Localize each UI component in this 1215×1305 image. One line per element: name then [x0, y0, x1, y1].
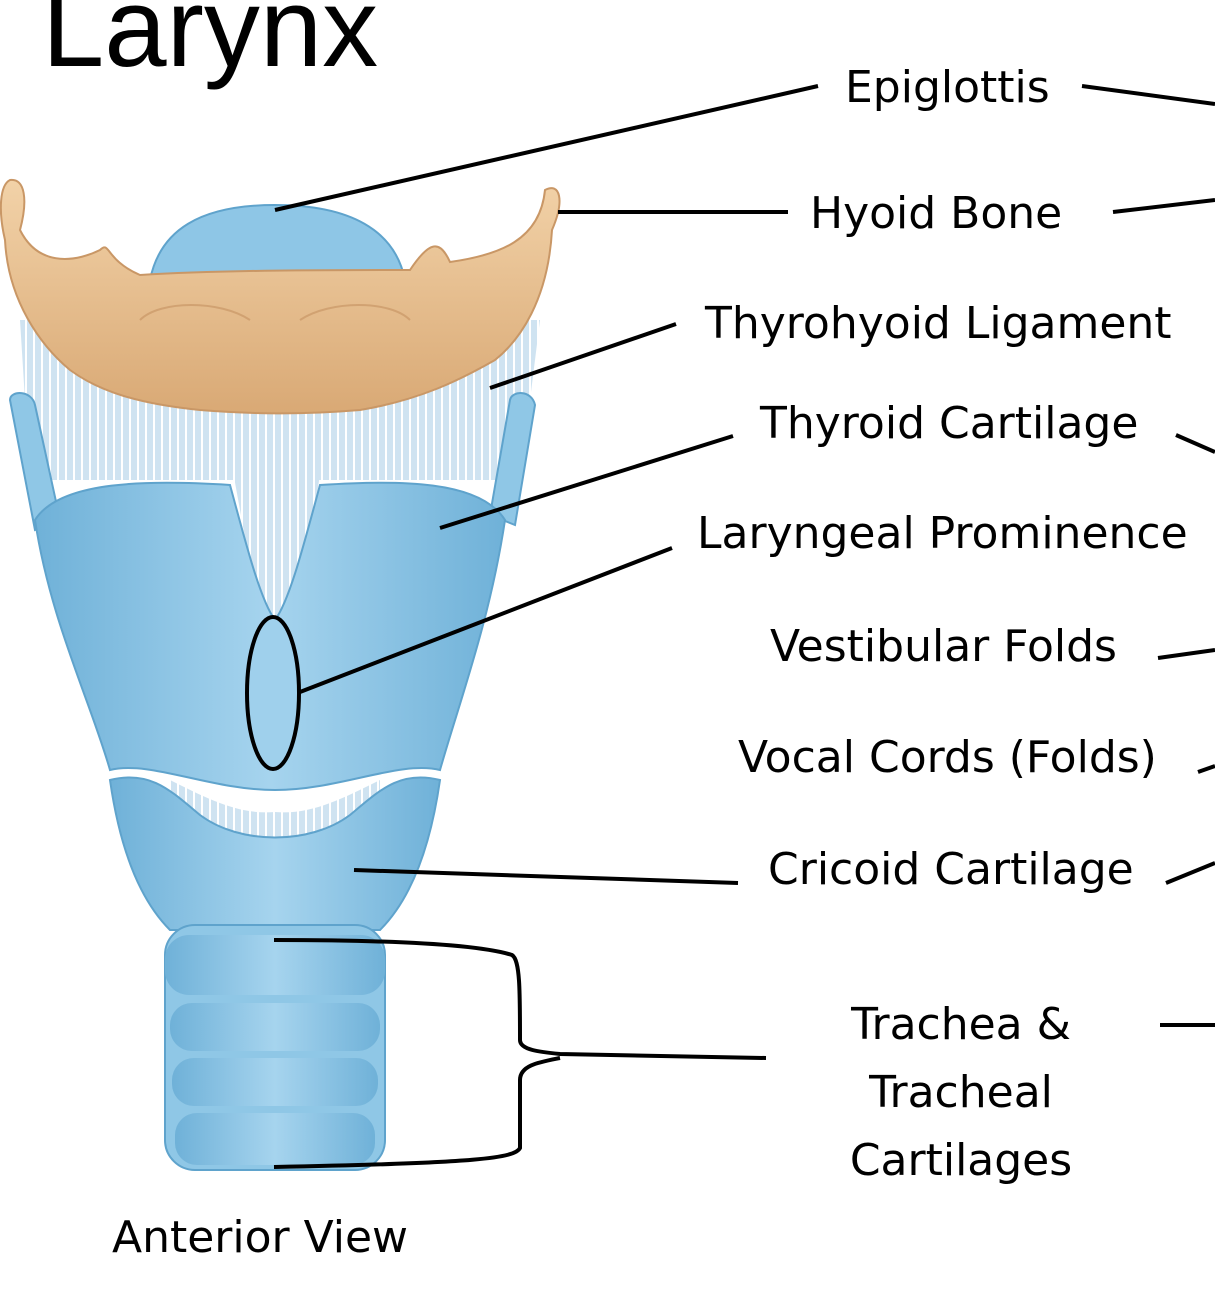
cricoid-cartilage-shape: [108, 776, 442, 931]
leader-epiglottis: [274, 84, 819, 212]
label-epiglottis: Epiglottis: [845, 62, 1050, 113]
label-laryngeal-prominence: Laryngeal Prominence: [697, 508, 1188, 559]
label-cricoid-cartilage: Cricoid Cartilage: [768, 844, 1134, 895]
label-trachea-line2: Tracheal: [869, 1067, 1053, 1118]
label-vocal-cords: Vocal Cords (Folds): [738, 732, 1157, 783]
label-thyrohyoid-ligament: Thyrohyoid Ligament: [705, 298, 1172, 349]
label-thyroid-cartilage: Thyroid Cartilage: [760, 398, 1139, 449]
leader-thyroid: [439, 434, 734, 530]
label-trachea-line3: Cartilages: [849, 1135, 1073, 1186]
label-trachea: Trachea & Tracheal Cartilages: [826, 991, 1096, 1195]
leader-lines: [273, 84, 819, 1169]
leader-prominence: [299, 546, 673, 694]
laryngeal-prominence-marker: [245, 615, 301, 771]
label-vestibular-folds: Vestibular Folds: [770, 621, 1117, 672]
leader-thyrohyoid: [489, 322, 677, 390]
page-title: Larynx: [42, 0, 379, 90]
leader-cricoid: [353, 868, 739, 885]
right-leader-lines: [1081, 84, 1215, 1027]
label-hyoid-bone: Hyoid Bone: [810, 188, 1063, 239]
trachea-shape: [164, 924, 386, 1171]
label-trachea-line1: Trachea &: [851, 999, 1071, 1050]
caption-anterior-view: Anterior View: [112, 1212, 409, 1263]
hyoid-bone-shape: [0, 178, 561, 415]
cricothyroid-ligament-shape: [170, 780, 380, 840]
trachea-bracket: [273, 938, 767, 1169]
epiglottis-shape: [148, 203, 407, 281]
